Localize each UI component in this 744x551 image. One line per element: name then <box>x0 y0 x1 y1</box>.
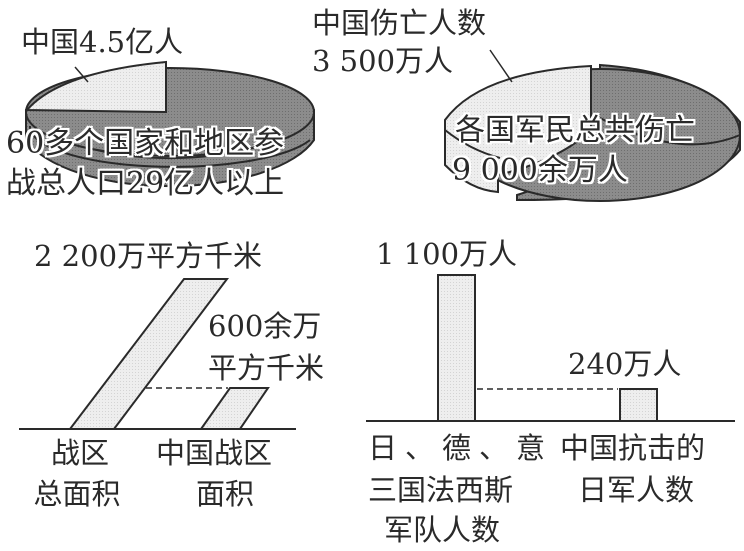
troop-cat1-line2: 三国法西斯 <box>368 473 514 507</box>
troop-axis-value: 1 100万人 <box>376 237 518 271</box>
area-total-value: 2 200万平方千米 <box>34 239 263 273</box>
pie2-china-label-line1: 中国伤亡人数 <box>312 6 487 40</box>
area-cat1-line1: 战区 <box>50 436 109 470</box>
area-china-value-line2: 平方千米 <box>208 351 325 385</box>
pie1-slice-china <box>24 60 167 114</box>
pie-chart-casualties <box>444 49 741 202</box>
pie2-slice-china <box>444 64 592 194</box>
pie1-total-line2: 战总人口29亿人以上 <box>6 166 285 201</box>
pie-chart-population <box>24 60 315 188</box>
troop-cat2-line2: 日军人数 <box>578 473 695 507</box>
area-china-value-line1: 600余万 <box>208 309 322 343</box>
pie2-total-line2: 9 000余万人 <box>452 153 628 188</box>
troop-china-value: 240万人 <box>568 347 682 381</box>
area-cat2-line1: 中国战区 <box>156 436 273 470</box>
pie1-total-line1: 60多个国家和地区参 <box>6 126 285 161</box>
bar-china-war-area <box>199 387 270 430</box>
troop-cat1-line1: 日、德、意 <box>368 431 554 465</box>
troop-cat2-line1: 中国抗击的 <box>560 431 706 465</box>
bar-axis-troops <box>437 274 476 422</box>
troop-bar-chart <box>366 274 735 422</box>
bar-total-war-area <box>67 278 230 430</box>
pie2-china-label-line2: 3 500万人 <box>312 44 454 78</box>
pie2-total-line1: 各国军民总共伤亡 <box>455 113 695 148</box>
area-comparison-chart <box>19 278 296 430</box>
troop-cat1-line3: 军队人数 <box>384 513 501 547</box>
bar-china-fought-japanese-troops <box>619 388 658 422</box>
area-cat1-line2: 总面积 <box>33 477 121 511</box>
pie1-china-label: 中国4.5亿人 <box>21 25 184 59</box>
area-cat2-line2: 面积 <box>195 477 254 511</box>
